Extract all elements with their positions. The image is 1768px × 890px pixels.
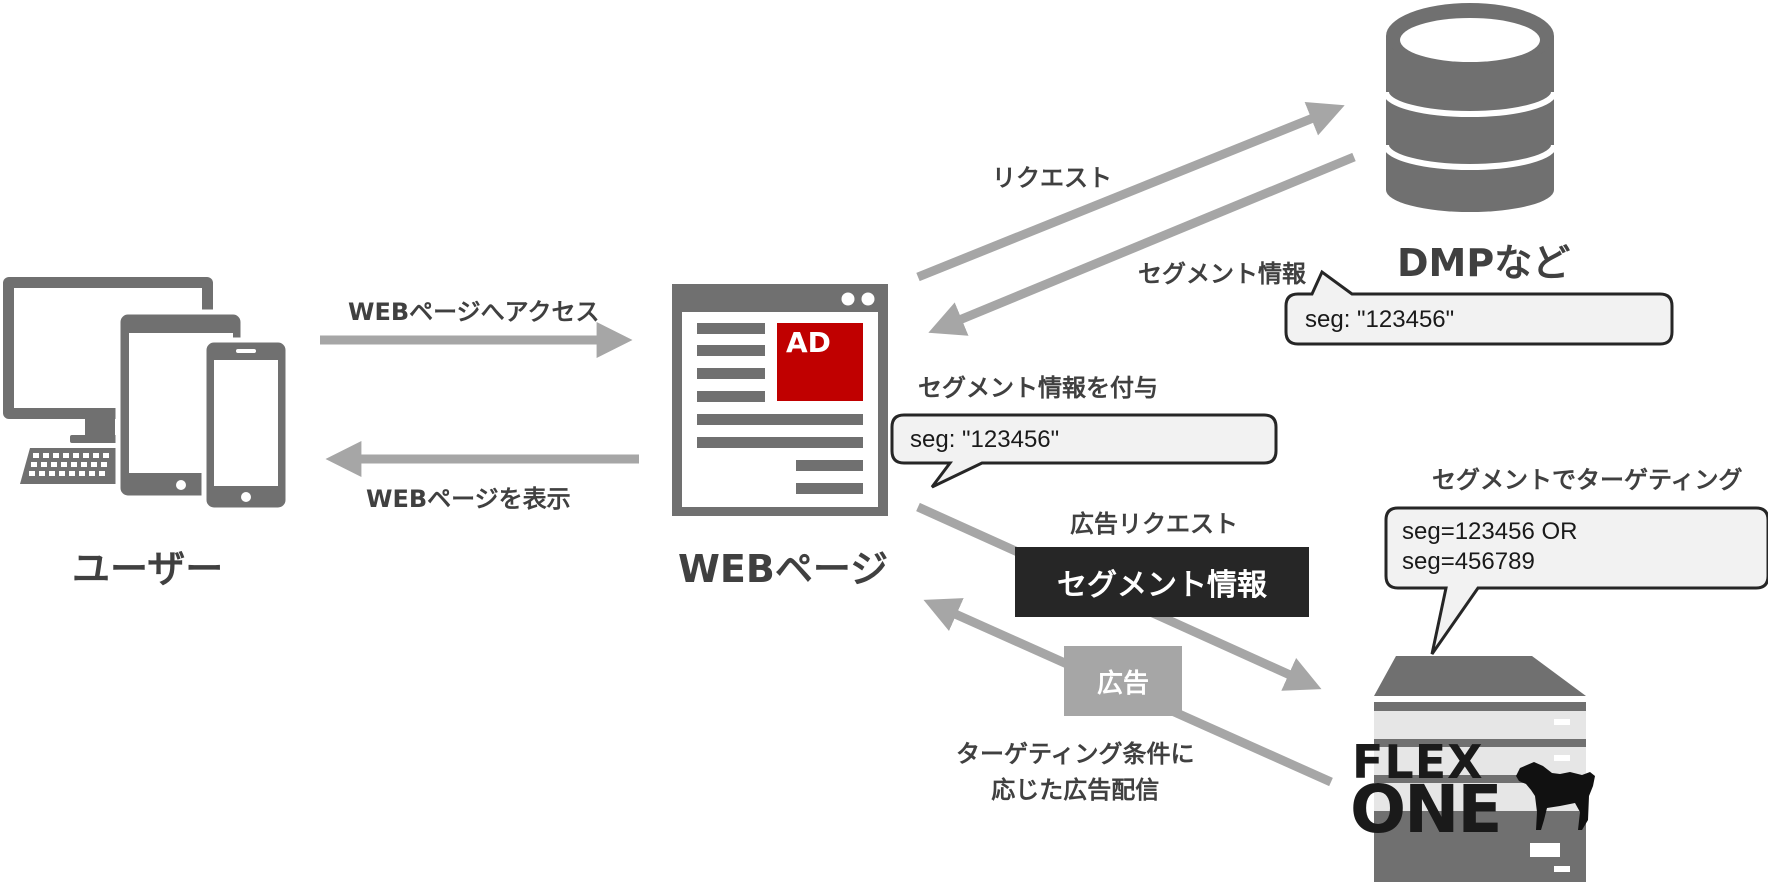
targeted-delivery-label: ターゲティング条件に 応じた広告配信: [956, 736, 1195, 808]
webpage-segment-text: seg: "123456": [910, 426, 1060, 453]
webpage-label: WEBページ: [678, 547, 889, 591]
keyboard-icon: [20, 448, 125, 484]
flexone-logo-line2: ONE: [1350, 771, 1500, 848]
attach-segment-label: セグメント情報を付与: [918, 374, 1158, 402]
targeting-text-line2: seg=456789: [1402, 548, 1535, 575]
database-icon: [1383, 3, 1557, 212]
targeted-delivery-line2: 応じた広告配信: [991, 776, 1160, 804]
user-label: ユーザー: [72, 547, 224, 591]
request-label: リクエスト: [992, 164, 1112, 192]
flexone-logo-line1: FLEX: [1352, 735, 1484, 789]
segment-return-arrow: [928, 152, 1356, 336]
dog-icon: [1516, 762, 1595, 830]
ad-block: [777, 323, 863, 401]
display-label: WEBページを表示: [366, 485, 571, 513]
ad-label: AD: [786, 326, 831, 359]
ad-box: 広告: [1064, 646, 1182, 716]
segment-info-label: セグメント情報: [1138, 260, 1306, 288]
targeting-text-line1: seg=123456 OR: [1402, 518, 1578, 545]
phone-icon: [201, 337, 291, 513]
webpage-icon: [672, 284, 888, 516]
targeting-bubble: [1384, 506, 1768, 655]
user-devices-icon: [3, 277, 291, 513]
targeted-delivery-line1: ターゲティング条件に: [956, 740, 1195, 768]
segment-info-box: セグメント情報: [1015, 547, 1309, 617]
targeting-label: セグメントでターゲティング: [1432, 466, 1743, 494]
dmp-segment-text: seg: "123456": [1305, 306, 1455, 333]
webpage-segment-bubble: [890, 413, 1278, 489]
dmp-label: DMPなど: [1397, 241, 1571, 285]
request-arrow: [916, 102, 1345, 282]
ad-request-label: 広告リクエスト: [1070, 510, 1238, 538]
access-label: WEBページへアクセス: [348, 298, 600, 326]
dmp-segment-bubble: [1284, 269, 1674, 346]
flexone-logo: FLEX ONE: [1350, 735, 1502, 848]
